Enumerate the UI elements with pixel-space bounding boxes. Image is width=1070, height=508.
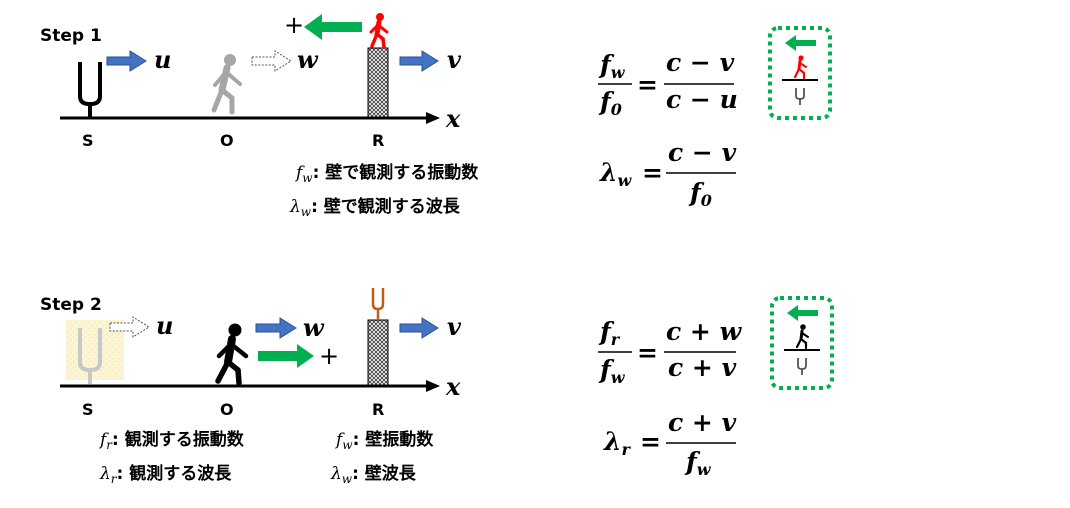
eq3-rhs-num: c + w bbox=[666, 317, 743, 346]
step2-velocity-w-label: w bbox=[303, 313, 325, 342]
eq1-rhs-num: c − v bbox=[666, 48, 735, 77]
step2-velocity-u-label: u bbox=[156, 311, 173, 340]
eq1-lhs-den: f0 bbox=[598, 87, 622, 119]
legend-fr: fr: 観測する振動数 bbox=[98, 429, 245, 452]
label-R: R bbox=[372, 131, 384, 150]
legend-fw-2: fw: 壁振動数 bbox=[334, 429, 434, 452]
black-walker-icon bbox=[215, 323, 249, 386]
legend-lambda-w: λw: 壁で観測する波長 bbox=[289, 196, 461, 219]
green-right-arrow bbox=[258, 344, 314, 368]
eq3-rhs-den: c + v bbox=[668, 353, 737, 382]
step2-wall-block bbox=[367, 319, 389, 387]
legend-fw: fw: 壁で観測する振動数 bbox=[294, 162, 479, 185]
plus-sign: + bbox=[284, 11, 304, 39]
step1-panel: Step 1 u w bbox=[40, 11, 832, 219]
label-S: S bbox=[82, 131, 94, 150]
velocity-u-label: u bbox=[154, 45, 171, 74]
step2-equation-1: fr fw = c + w c + v bbox=[598, 317, 743, 387]
step1-equation-1: fw f0 = c − v c − u bbox=[598, 48, 738, 119]
eq4-rhs-num: c + v bbox=[668, 408, 737, 437]
step2-label-O: O bbox=[220, 400, 234, 419]
x-axis-label: x bbox=[445, 104, 461, 133]
eq4-lhs: λr bbox=[603, 427, 632, 459]
source-velocity-outline-arrow bbox=[109, 316, 150, 338]
source-velocity-arrow bbox=[106, 50, 147, 72]
gray-walker-icon bbox=[211, 54, 242, 115]
label-O: O bbox=[220, 131, 234, 150]
step2-x-axis-label: x bbox=[445, 372, 461, 401]
step1-inset bbox=[768, 26, 832, 120]
legend-lambda-r: λr: 観測する波長 bbox=[99, 463, 232, 486]
step2-velocity-v-label: v bbox=[447, 312, 462, 341]
wall-velocity-arrow bbox=[399, 50, 439, 72]
eq2-lhs: λw bbox=[599, 158, 633, 190]
eq2-rhs-num: c − v bbox=[668, 138, 737, 167]
wall-block bbox=[367, 47, 389, 119]
faded-tuning-fork-icon bbox=[78, 328, 102, 384]
observer-velocity-arrow bbox=[255, 317, 297, 339]
orange-tuning-fork-icon bbox=[371, 288, 385, 320]
step2-legend-right: fw: 壁振動数 λw: 壁波長 bbox=[330, 429, 434, 486]
step2-plus-sign: + bbox=[319, 342, 339, 370]
step1-title: Step 1 bbox=[40, 26, 102, 46]
eq1-rhs-den: c − u bbox=[666, 85, 738, 114]
step2-legend-left: fr: 観測する振動数 λr: 観測する波長 bbox=[98, 429, 245, 486]
step1-legend: fw: 壁で観測する振動数 λw: 壁で観測する波長 bbox=[289, 162, 479, 219]
eq1-equals: = bbox=[637, 70, 658, 99]
step2-title: Step 2 bbox=[40, 295, 102, 315]
step1-equation-2: λw = c − v f0 bbox=[599, 138, 737, 210]
eq3-lhs-num: fr bbox=[598, 317, 621, 349]
tuning-fork-icon bbox=[78, 62, 102, 118]
step2-equation-2: λr = c + v fw bbox=[603, 408, 737, 479]
red-walker-icon bbox=[369, 13, 389, 49]
step2-inset bbox=[770, 296, 834, 390]
eq2-rhs-den: f0 bbox=[688, 178, 712, 210]
eq2-equals: = bbox=[642, 158, 663, 187]
step2-wall-velocity-arrow bbox=[399, 317, 439, 339]
eq3-equals: = bbox=[637, 338, 658, 367]
eq1-lhs-num: fw bbox=[598, 50, 626, 82]
velocity-w-label: w bbox=[297, 45, 319, 74]
green-left-arrow bbox=[304, 14, 362, 40]
velocity-v-label: v bbox=[447, 45, 462, 74]
step2-label-S: S bbox=[82, 400, 94, 419]
legend-lambda-w-2: λw: 壁波長 bbox=[330, 463, 417, 486]
eq3-lhs-den: fw bbox=[598, 355, 626, 387]
step2-label-R: R bbox=[372, 400, 384, 419]
eq4-rhs-den: fw bbox=[684, 447, 712, 479]
observer-velocity-outline-arrow bbox=[251, 50, 292, 72]
step2-panel: Step 2 u w + v bbox=[40, 288, 834, 486]
eq4-equals: = bbox=[640, 427, 661, 456]
